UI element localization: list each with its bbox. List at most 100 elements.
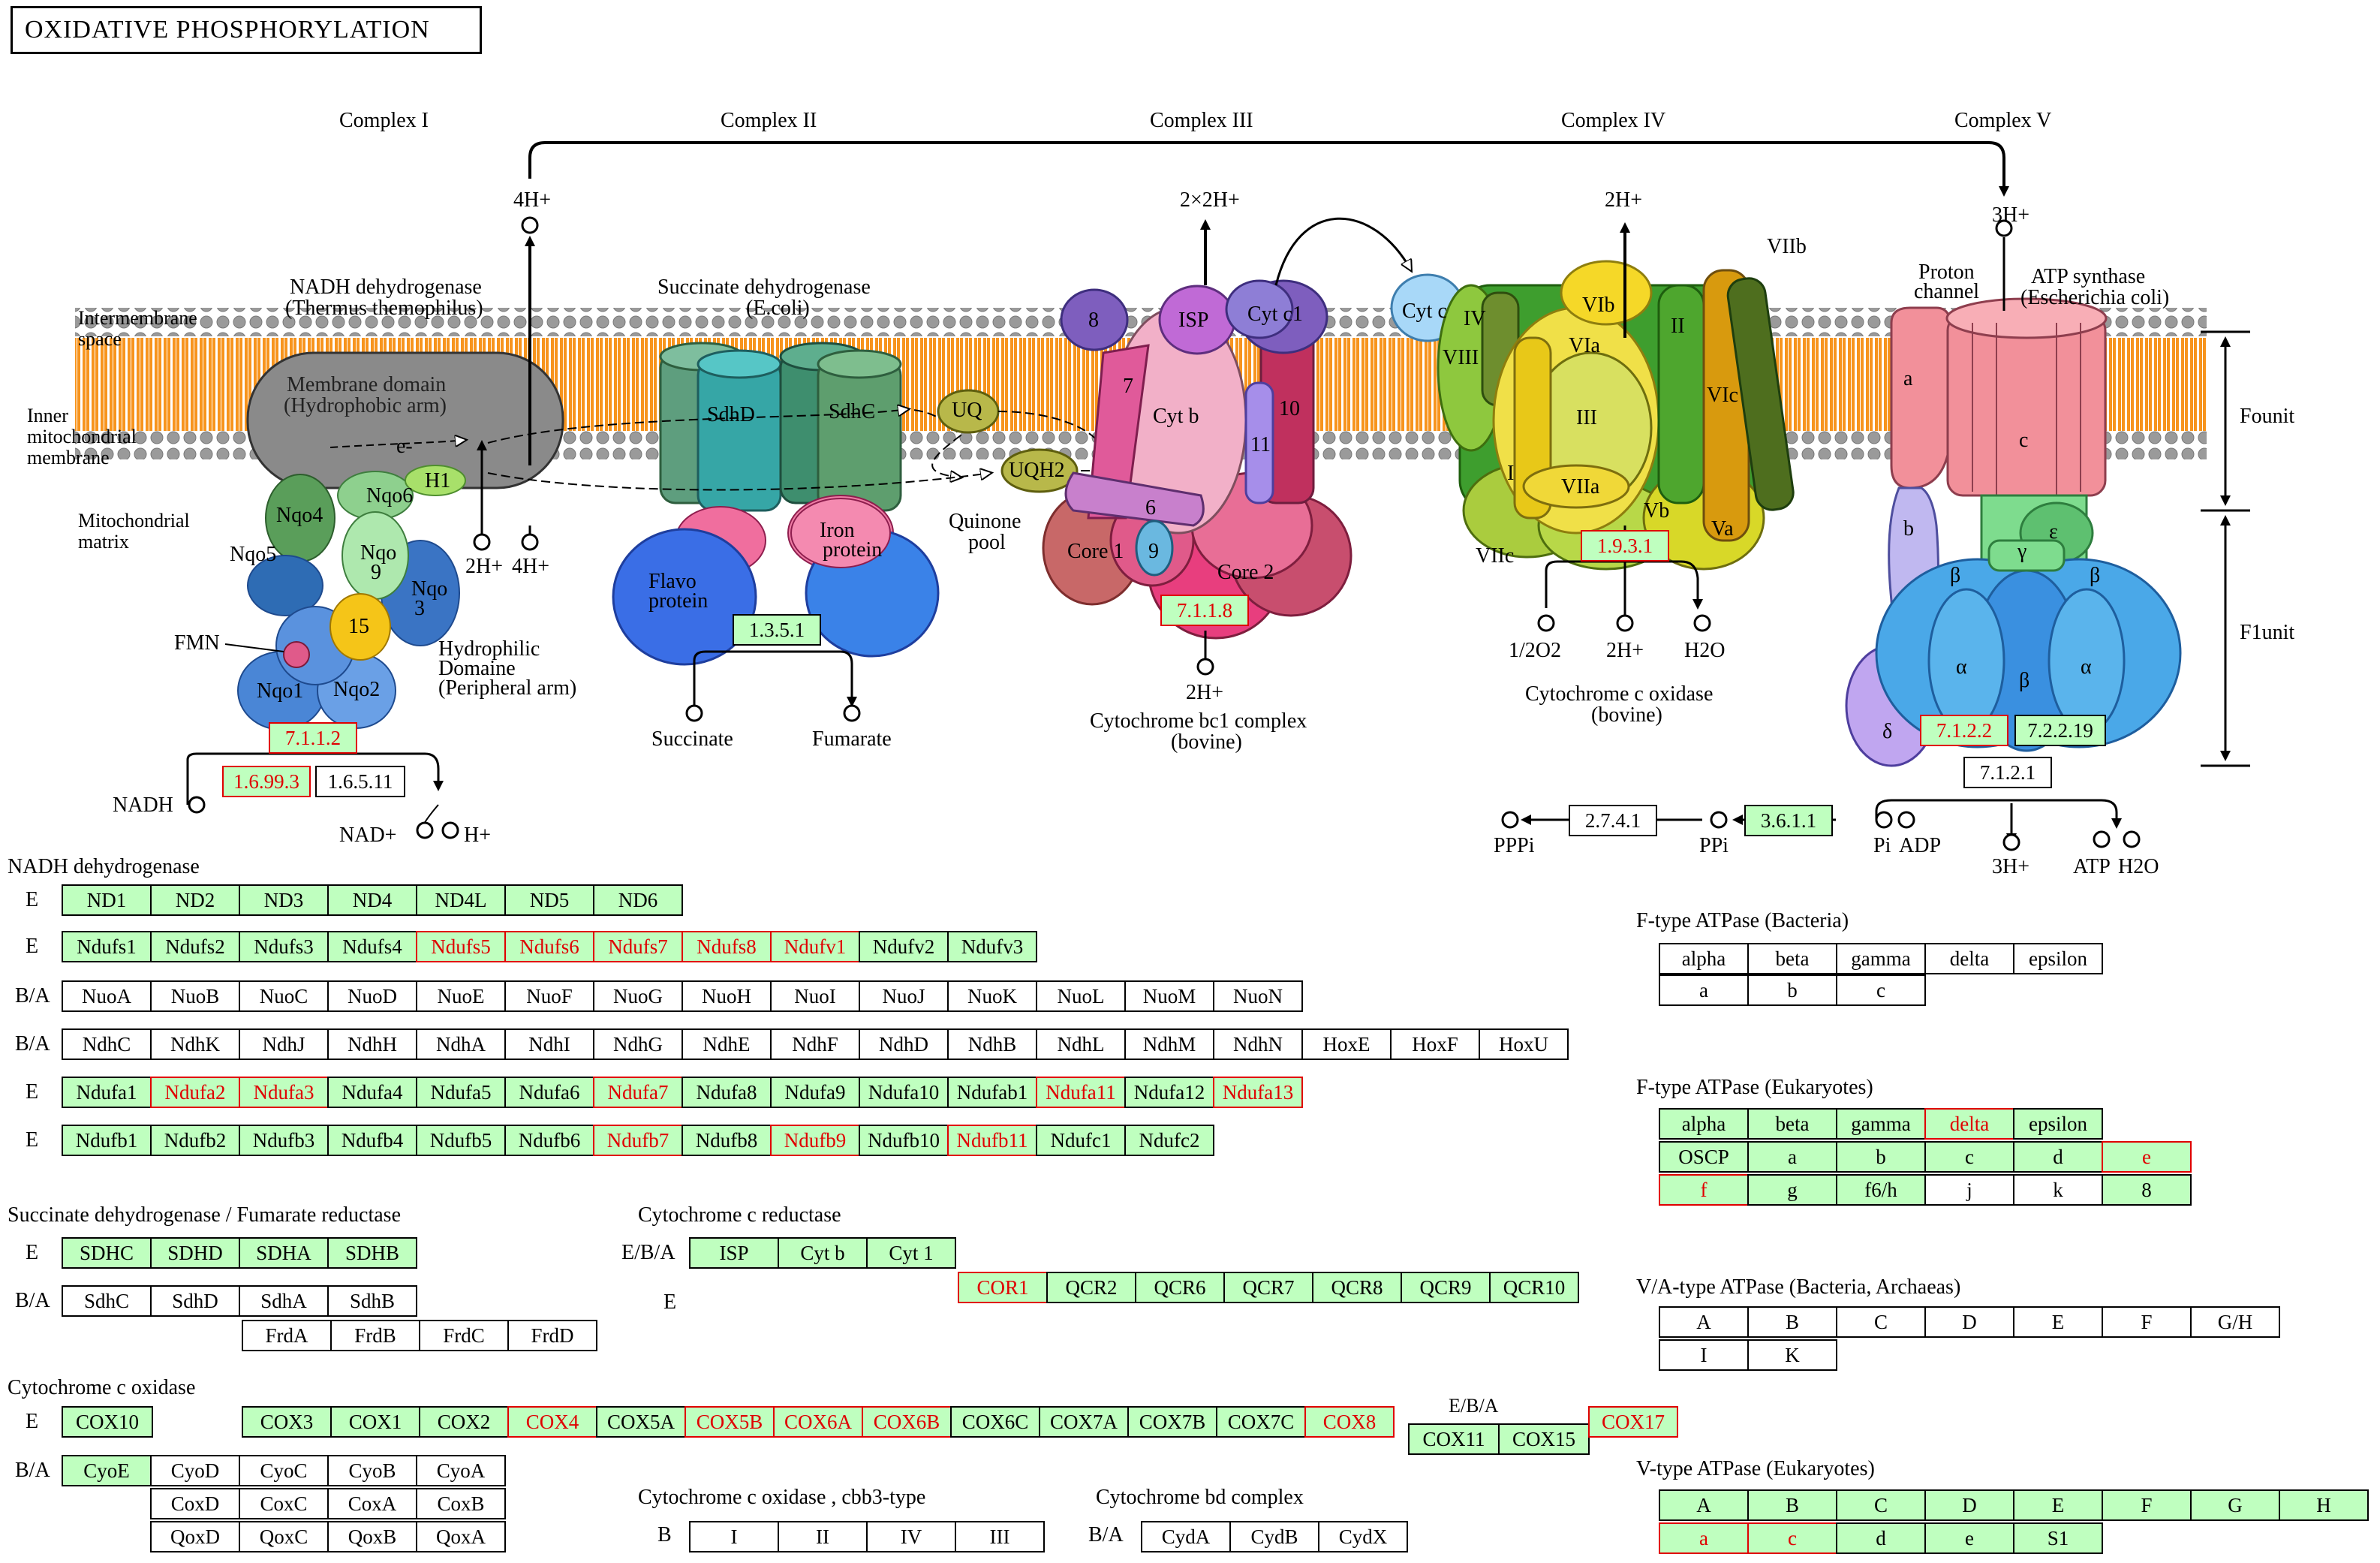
gene-d[interactable]: d	[1836, 1522, 1926, 1554]
gene-qcr6[interactable]: QCR6	[1135, 1272, 1225, 1303]
gene-d[interactable]: d	[2013, 1141, 2103, 1173]
gene-frdd[interactable]: FrdD	[507, 1320, 597, 1351]
gene-ndufb4[interactable]: Ndufb4	[327, 1125, 417, 1156]
gene-cox15[interactable]: COX15	[1498, 1423, 1590, 1455]
gene-nuoc[interactable]: NuoC	[239, 980, 329, 1012]
gene-hoxe[interactable]: HoxE	[1301, 1028, 1392, 1060]
gene-nd4l[interactable]: ND4L	[416, 884, 506, 916]
gene-qcr10[interactable]: QCR10	[1489, 1272, 1579, 1303]
gene-ndhi[interactable]: NdhI	[504, 1028, 594, 1060]
gene-cyob[interactable]: CyoB	[327, 1455, 417, 1486]
gene-sdhc[interactable]: SdhC	[62, 1285, 152, 1317]
gene-k[interactable]: K	[1747, 1339, 1837, 1371]
gene-cox8[interactable]: COX8	[1304, 1406, 1395, 1438]
gene-sdhd[interactable]: SdhD	[150, 1285, 240, 1317]
gene-e[interactable]: e	[2102, 1141, 2192, 1173]
gene-f[interactable]: F	[2102, 1489, 2192, 1521]
gene-ndha[interactable]: NdhA	[416, 1028, 506, 1060]
gene-gamma[interactable]: gamma	[1836, 943, 1926, 974]
gene-cox5a[interactable]: COX5A	[596, 1406, 686, 1438]
gene-8[interactable]: 8	[2102, 1174, 2192, 1206]
gene-nd3[interactable]: ND3	[239, 884, 329, 916]
gene-cox17[interactable]: COX17	[1588, 1406, 1678, 1438]
ec-7-1-1-2[interactable]: 7.1.1.2	[269, 722, 357, 754]
gene-k[interactable]: k	[2013, 1174, 2103, 1206]
gene-cor1[interactable]: COR1	[958, 1272, 1048, 1303]
gene-h[interactable]: H	[2279, 1489, 2369, 1521]
gene-ndufb10[interactable]: Ndufb10	[859, 1125, 949, 1156]
gene-nuoh[interactable]: NuoH	[682, 980, 772, 1012]
gene-d[interactable]: D	[1924, 1489, 2014, 1521]
gene-d[interactable]: D	[1924, 1306, 2014, 1338]
gene-beta[interactable]: beta	[1747, 1108, 1837, 1140]
gene-ndufs5[interactable]: Ndufs5	[416, 931, 506, 962]
gene-ndufb7[interactable]: Ndufb7	[593, 1125, 683, 1156]
gene-sdhb[interactable]: SdhB	[327, 1285, 417, 1317]
gene-a[interactable]: A	[1659, 1306, 1749, 1338]
gene-qoxd[interactable]: QoxD	[150, 1521, 240, 1552]
gene-qoxb[interactable]: QoxB	[327, 1521, 417, 1552]
gene-cyda[interactable]: CydA	[1141, 1521, 1231, 1552]
gene-cyoc[interactable]: CyoC	[239, 1455, 329, 1486]
gene-nuon[interactable]: NuoN	[1213, 980, 1303, 1012]
gene-qcr8[interactable]: QCR8	[1312, 1272, 1402, 1303]
gene-qcr9[interactable]: QCR9	[1401, 1272, 1491, 1303]
gene-ndufb11[interactable]: Ndufb11	[947, 1125, 1037, 1156]
gene-sdhb[interactable]: SDHB	[327, 1237, 417, 1269]
gene-cyoa[interactable]: CyoA	[416, 1455, 506, 1486]
gene-cydb[interactable]: CydB	[1229, 1521, 1319, 1552]
gene-ndufb1[interactable]: Ndufb1	[62, 1125, 152, 1156]
gene-nd1[interactable]: ND1	[62, 884, 152, 916]
gene-sdhd[interactable]: SDHD	[150, 1237, 240, 1269]
gene-ndhk[interactable]: NdhK	[150, 1028, 240, 1060]
gene-ndhb[interactable]: NdhB	[947, 1028, 1037, 1060]
gene-cox6b[interactable]: COX6B	[862, 1406, 952, 1438]
gene-c[interactable]: c	[1747, 1522, 1837, 1554]
gene-ndhl[interactable]: NdhL	[1036, 1028, 1126, 1060]
gene-nuoe[interactable]: NuoE	[416, 980, 506, 1012]
gene-ndufb2[interactable]: Ndufb2	[150, 1125, 240, 1156]
gene-b[interactable]: b	[1836, 1141, 1926, 1173]
gene-a[interactable]: a	[1747, 1141, 1837, 1173]
gene-nd2[interactable]: ND2	[150, 884, 240, 916]
gene-nd6[interactable]: ND6	[593, 884, 683, 916]
gene-frdb[interactable]: FrdB	[330, 1320, 420, 1351]
ec-1-6-99-3[interactable]: 1.6.99.3	[222, 766, 311, 797]
gene-nuob[interactable]: NuoB	[150, 980, 240, 1012]
gene-ndufb5[interactable]: Ndufb5	[416, 1125, 506, 1156]
gene-ndufab1[interactable]: Ndufab1	[947, 1077, 1037, 1108]
gene-ndhf[interactable]: NdhF	[770, 1028, 860, 1060]
gene-b[interactable]: b	[1747, 974, 1837, 1006]
gene-ndufs2[interactable]: Ndufs2	[150, 931, 240, 962]
gene-ndhc[interactable]: NdhC	[62, 1028, 152, 1060]
ec-3-6-1-1[interactable]: 3.6.1.1	[1744, 805, 1833, 836]
gene-nuod[interactable]: NuoD	[327, 980, 417, 1012]
gene-cox6c[interactable]: COX6C	[950, 1406, 1040, 1438]
gene-qoxa[interactable]: QoxA	[416, 1521, 506, 1552]
gene-ndufa1[interactable]: Ndufa1	[62, 1077, 152, 1108]
gene-ndufa5[interactable]: Ndufa5	[416, 1077, 506, 1108]
gene-ndufb3[interactable]: Ndufb3	[239, 1125, 329, 1156]
gene-f[interactable]: f	[1659, 1174, 1749, 1206]
gene-c[interactable]: c	[1924, 1141, 2014, 1173]
gene-qcr7[interactable]: QCR7	[1223, 1272, 1313, 1303]
gene-ndufa9[interactable]: Ndufa9	[770, 1077, 860, 1108]
gene-delta[interactable]: delta	[1924, 1108, 2014, 1140]
gene-a[interactable]: a	[1659, 1522, 1749, 1554]
ec-7-2-2-19[interactable]: 7.2.2.19	[2014, 715, 2106, 746]
ec-2-7-4-1[interactable]: 2.7.4.1	[1569, 805, 1657, 836]
gene-cox7c[interactable]: COX7C	[1216, 1406, 1306, 1438]
ec-7-1-2-1[interactable]: 7.1.2.1	[1963, 757, 2052, 788]
gene-ii[interactable]: II	[778, 1521, 868, 1552]
gene-g[interactable]: G	[2190, 1489, 2280, 1521]
gene-ndufs7[interactable]: Ndufs7	[593, 931, 683, 962]
gene-i[interactable]: I	[689, 1521, 779, 1552]
gene-ndhd[interactable]: NdhD	[859, 1028, 949, 1060]
gene-qcr2[interactable]: QCR2	[1046, 1272, 1136, 1303]
gene-gamma[interactable]: gamma	[1836, 1108, 1926, 1140]
gene-cox7b[interactable]: COX7B	[1127, 1406, 1217, 1438]
gene-a[interactable]: A	[1659, 1489, 1749, 1521]
gene-ndufa8[interactable]: Ndufa8	[682, 1077, 772, 1108]
gene-ndufv3[interactable]: Ndufv3	[947, 931, 1037, 962]
gene-sdhc[interactable]: SDHC	[62, 1237, 152, 1269]
